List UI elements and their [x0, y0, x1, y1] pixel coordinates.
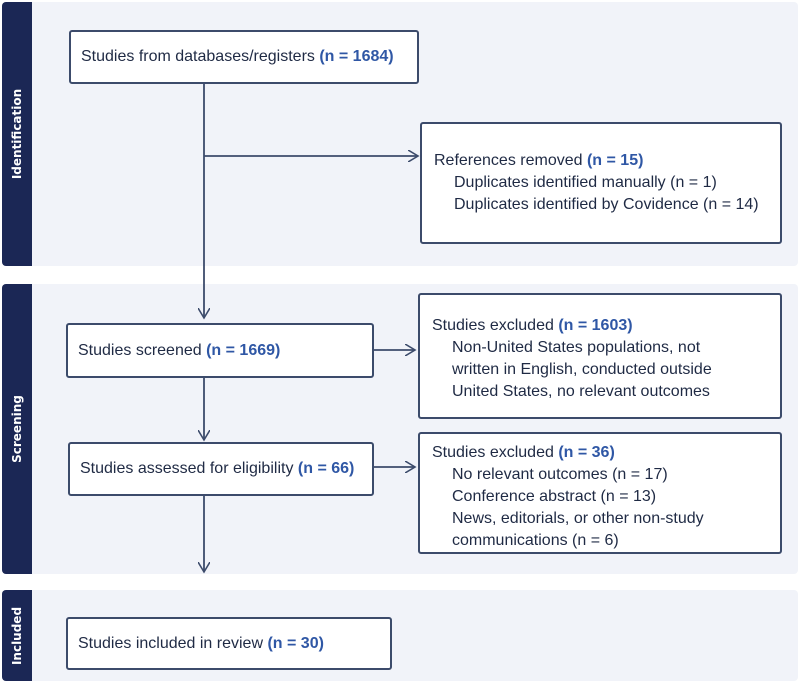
screened-count: (n = 1669) [206, 341, 281, 359]
excluded-screen-item: written in English, conducted outside [452, 361, 712, 378]
excluded-elig-item: News, editorials, or other non-study [452, 510, 704, 527]
excluded-eligibility-box: Studies excluded (n = 36) No relevant ou… [418, 432, 782, 554]
excluded-elig-item: communications (n = 6) [452, 532, 619, 549]
eligibility-label: Studies assessed for eligibility [80, 460, 294, 477]
eligibility-count: (n = 66) [297, 460, 355, 477]
removed-item: Duplicates identified by Covidence (n = … [454, 196, 759, 213]
excluded-screen-count: (n = 1603) [558, 317, 633, 334]
references-removed-box: References removed (n = 15) Duplicates i… [420, 122, 782, 244]
screened-box: Studies screened (n = 1669) [66, 323, 374, 378]
excluded-elig-item: Conference abstract (n = 13) [452, 488, 657, 505]
databases-count: (n = 1684) [319, 48, 394, 65]
identification-sidebar: Identification [2, 2, 32, 266]
databases-box: Studies from databases/registers (n = 16… [69, 30, 419, 84]
excluded-screen-item: United States, no relevant outcomes [452, 383, 710, 400]
excluded-elig-count: (n = 36) [558, 444, 615, 461]
excluded-screen-label: Studies excluded [432, 317, 559, 334]
removed-item: Duplicates identified manually (n = 1) [454, 174, 717, 191]
excluded-screen-item: Non-United States populations, not [452, 339, 701, 356]
screening-sidebar: Screening [2, 284, 32, 574]
included-count: (n = 30) [267, 634, 324, 652]
removed-count: (n = 15) [586, 152, 644, 169]
screened-label: Studies screened [78, 341, 202, 359]
eligibility-box: Studies assessed for eligibility (n = 66… [68, 442, 374, 496]
included-sidebar: Included [2, 590, 32, 681]
excluded-screening-box: Studies excluded (n = 1603) Non-United S… [418, 293, 782, 419]
included-box: Studies included in review (n = 30) [66, 617, 392, 670]
databases-label: Studies from databases/registers [81, 48, 315, 65]
included-label-text: Studies included in review [78, 634, 263, 652]
excluded-elig-item: No relevant outcomes (n = 17) [452, 466, 668, 483]
removed-label: References removed [434, 152, 587, 169]
excluded-elig-label: Studies excluded [432, 444, 559, 461]
